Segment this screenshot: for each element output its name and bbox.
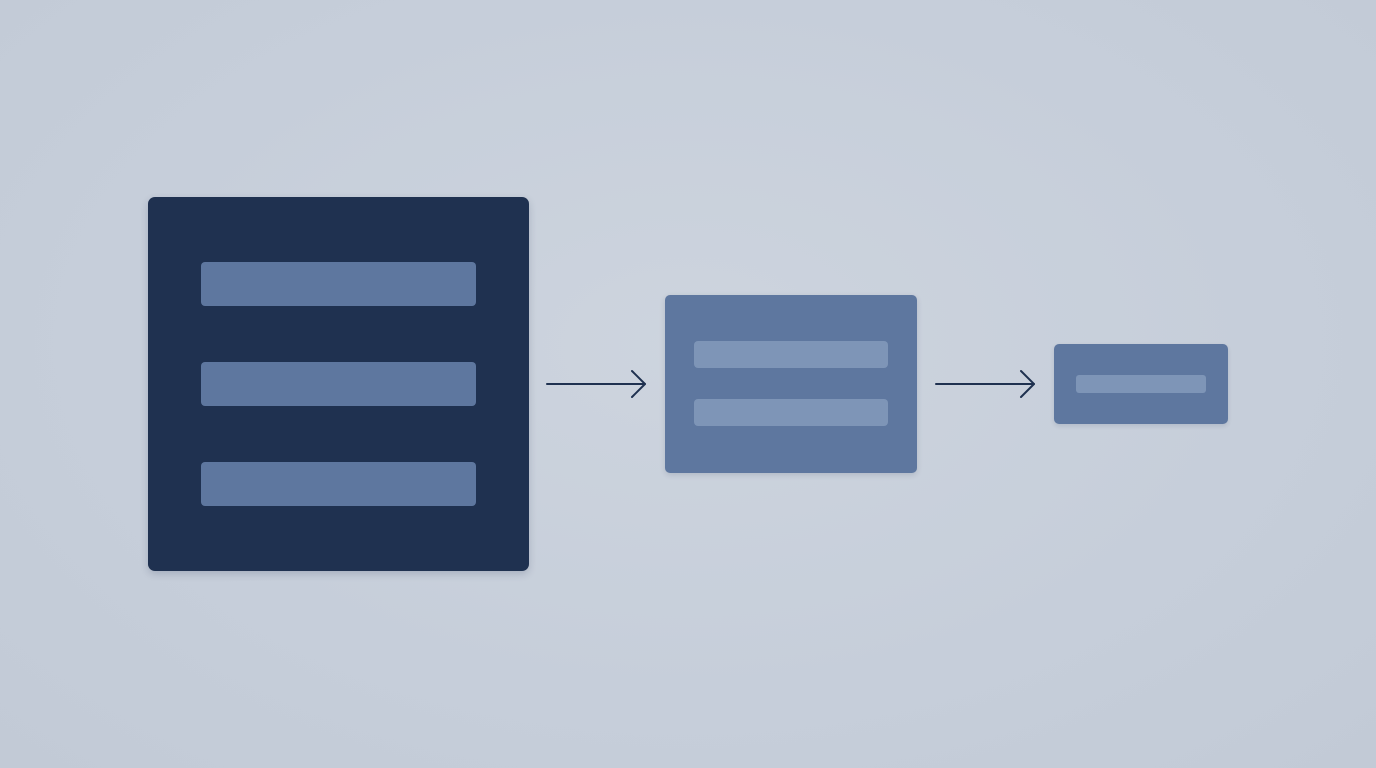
- small-box: [1054, 344, 1228, 424]
- large-box-bar-1: [201, 262, 476, 306]
- medium-box-bar-2: [694, 399, 888, 426]
- medium-box: [665, 295, 917, 473]
- large-box: [148, 197, 529, 571]
- arrow-right-icon: [935, 370, 1035, 398]
- arrow-right-icon: [546, 370, 646, 398]
- small-box-bar-1: [1076, 375, 1206, 393]
- large-box-bar-3: [201, 462, 476, 506]
- medium-box-bar-1: [694, 341, 888, 368]
- large-box-bar-2: [201, 362, 476, 406]
